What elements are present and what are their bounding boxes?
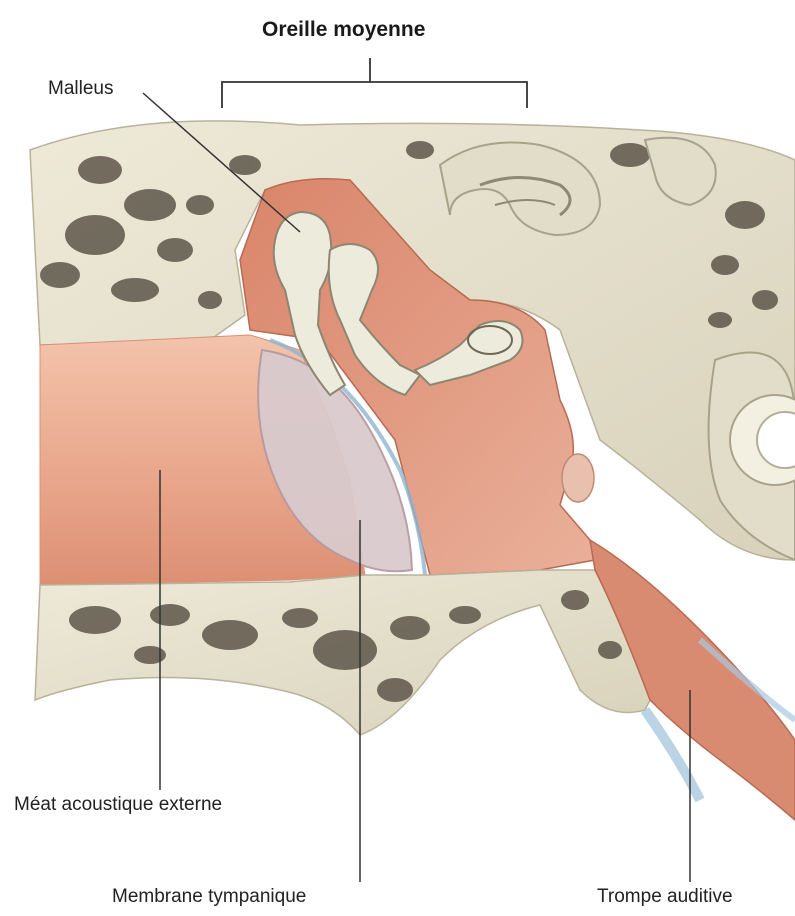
label-malleus: Malleus <box>48 78 113 100</box>
label-auditory-tube: Trompe auditive <box>597 886 733 908</box>
label-external-meatus: Méat acoustique externe <box>14 794 222 816</box>
diagram-title: Oreille moyenne <box>262 18 425 42</box>
label-tympanic-membrane: Membrane tympanique <box>112 886 306 908</box>
